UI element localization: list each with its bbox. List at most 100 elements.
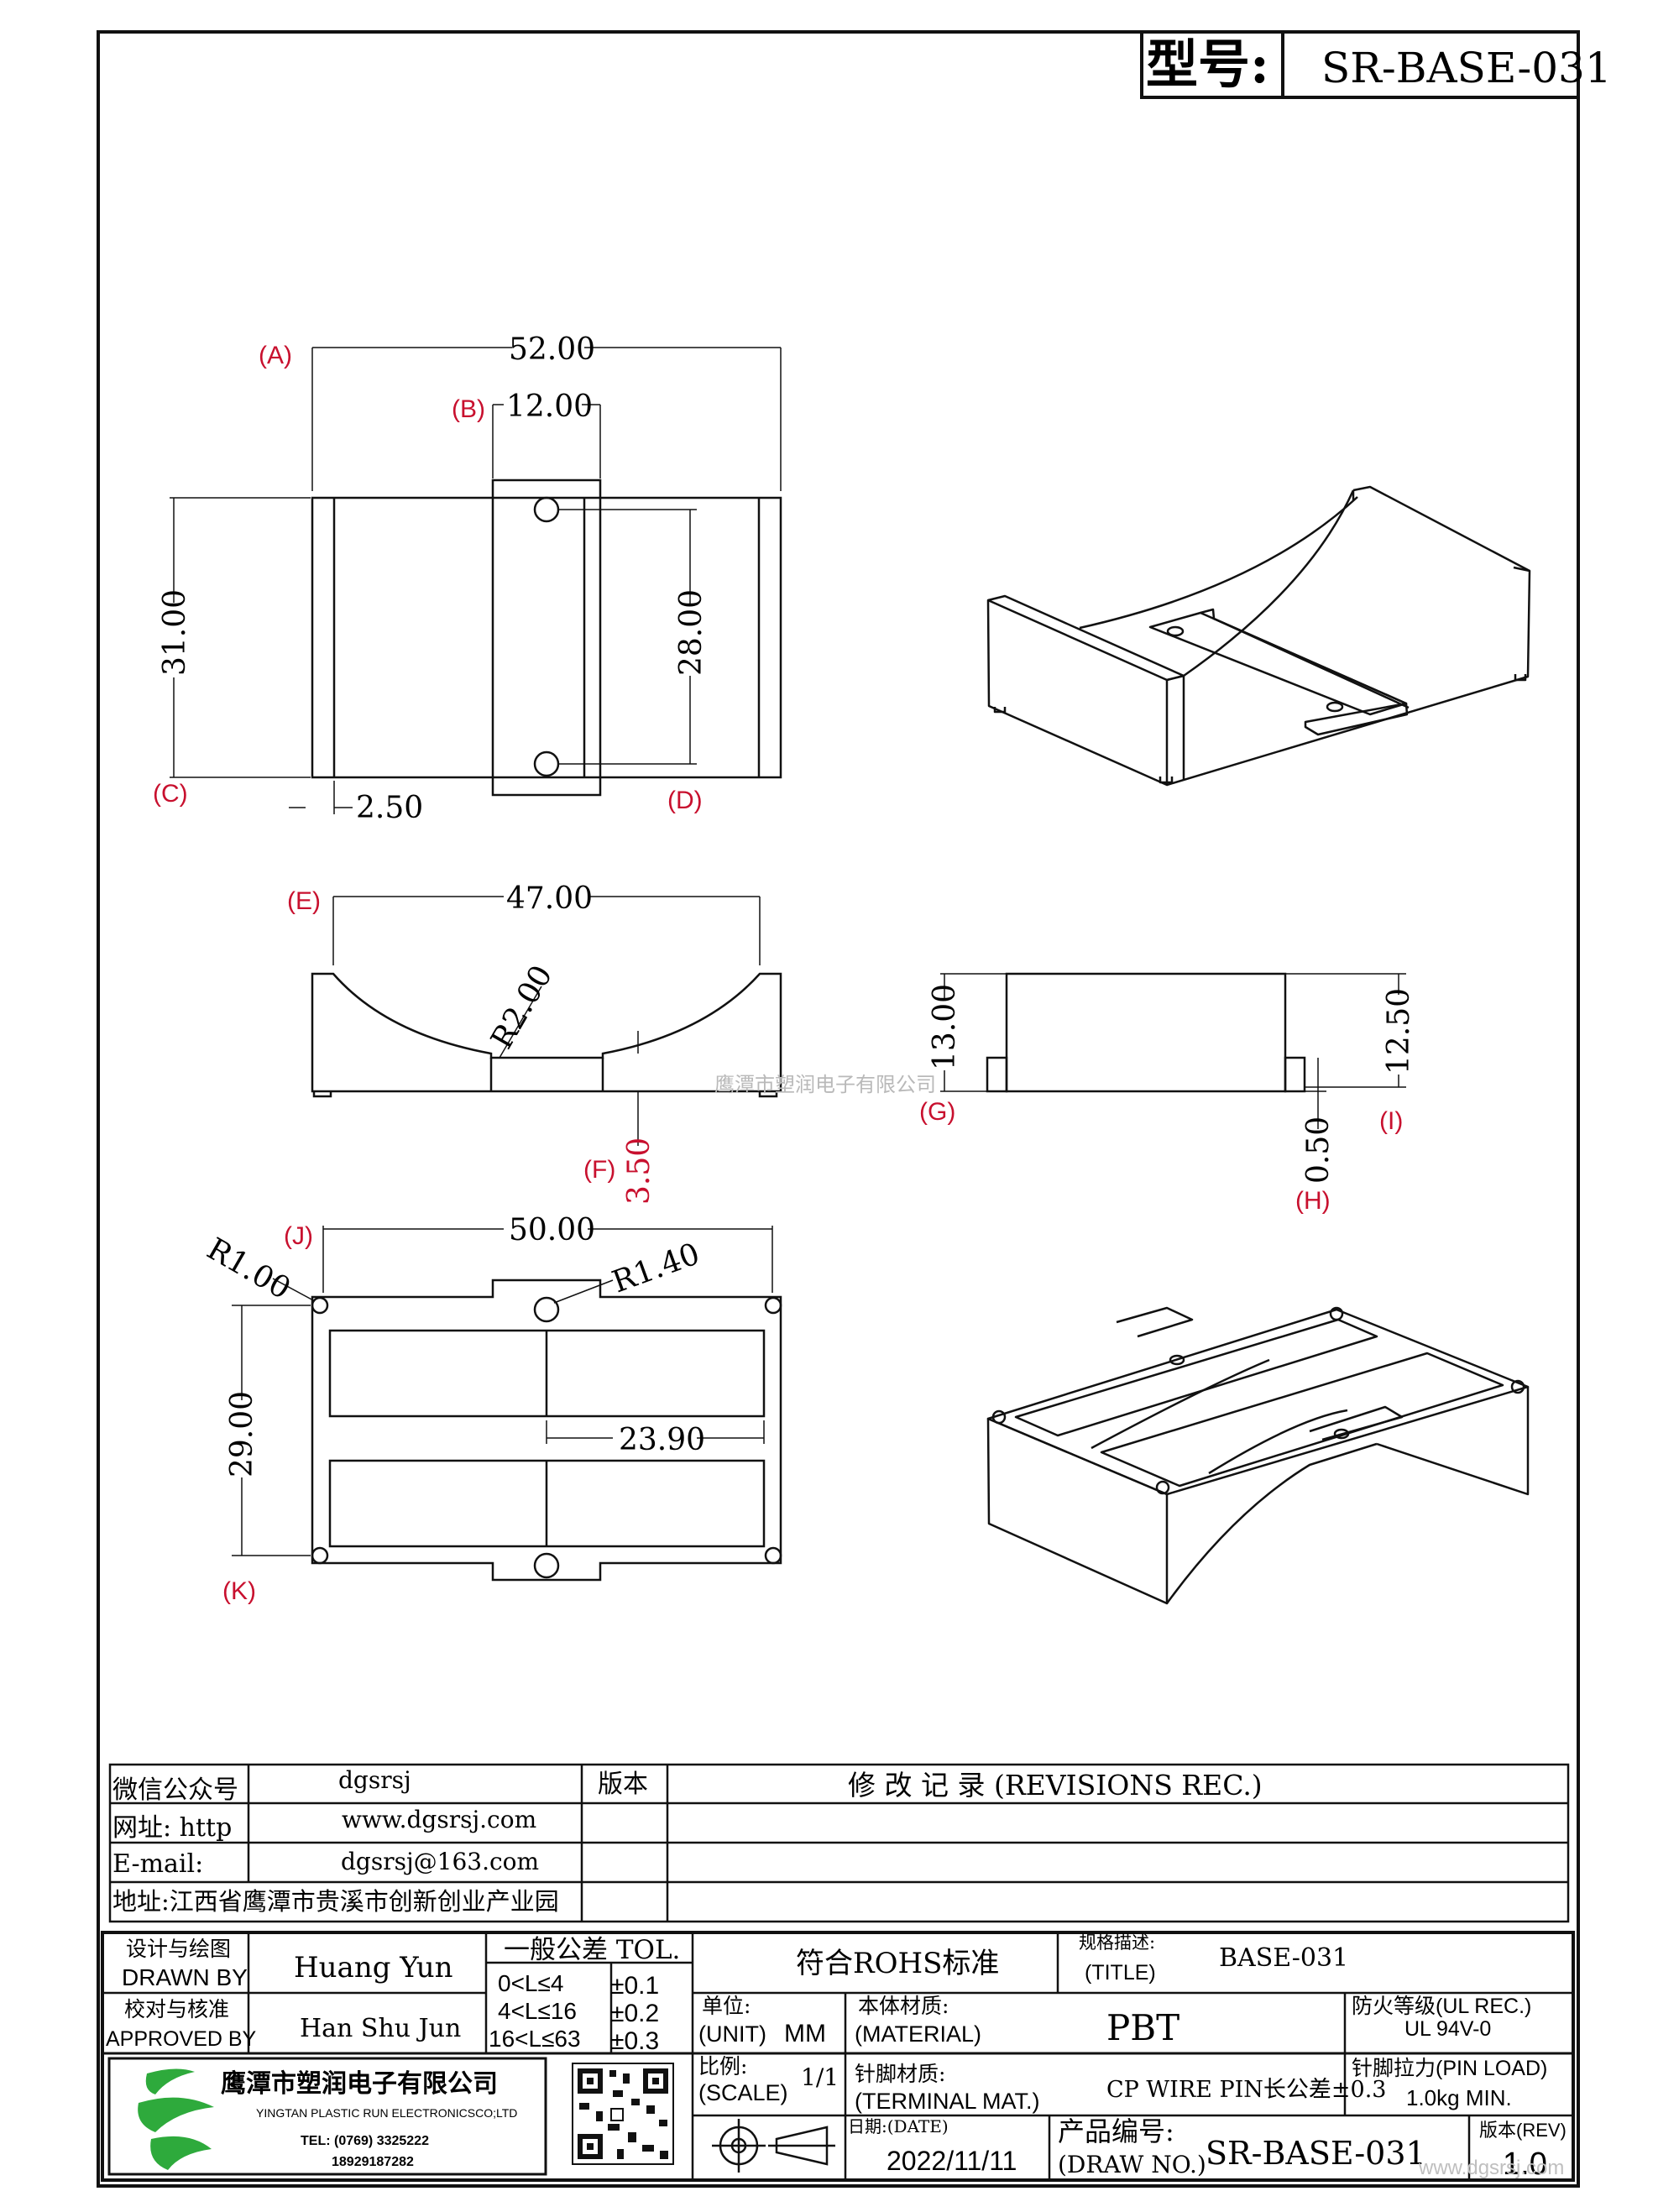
company-en: YINGTAN PLASTIC RUN ELECTRONICSCO;LTD [256, 2106, 517, 2120]
side-view [940, 972, 1406, 1129]
title-block [101, 1931, 1575, 2182]
dim-top-tab: 12.00 [506, 390, 593, 424]
wechat-label: 微信公众号 [112, 1775, 238, 1805]
dim-side-body: 12.50 [1382, 988, 1416, 1075]
fire-value: UL 94V-0 [1404, 2017, 1491, 2041]
unit-en: (UNIT) [698, 2021, 766, 2047]
dim-side-height: 13.00 [928, 984, 962, 1070]
iso-view-top [986, 485, 1531, 787]
version-label: 版本 [598, 1770, 648, 1799]
wechat-value: dgsrsj [338, 1766, 411, 1794]
dim-front-width: 47.00 [506, 881, 593, 916]
checker-name: Han Shu Jun [300, 2014, 461, 2043]
ref-g: (G) [919, 1098, 955, 1126]
company-mobile: 18929187282 [332, 2155, 414, 2169]
tol-row2-val: ±0.2 [610, 2000, 659, 2027]
revisions-label: 修 改 记 录 (REVISIONS REC.) [848, 1769, 1263, 1801]
company-block: 鹰潭市塑润电子有限公司 YINGTAN PLASTIC RUN ELECTRON… [107, 2057, 547, 2176]
title-block-text: 设计与绘图 DRAWN BY Huang Yun 校对与核准 APPROVED … [106, 1932, 1567, 2182]
ref-j: (J) [284, 1222, 313, 1250]
web-label: 网址: http [112, 1813, 232, 1843]
site-watermark: www.dgsrsj.com [1418, 2157, 1564, 2179]
ref-h: (H) [1295, 1187, 1331, 1215]
company-cn: 鹰潭市塑润电子有限公司 [221, 2069, 498, 2099]
dim-top-wall: 2.50 [356, 791, 423, 825]
ref-c: (C) [153, 780, 188, 808]
dim-top-depth: 31.00 [158, 589, 192, 676]
scale-value: 1/1 [801, 2063, 839, 2091]
pinload-cn: 针脚拉力(PIN LOAD) [1352, 2057, 1547, 2080]
unit-cn: 单位: [702, 1994, 751, 2018]
material-value: PBT [1106, 2007, 1179, 2048]
dim-front-low: 3.50 [622, 1137, 656, 1205]
projection-symbol [712, 2119, 835, 2173]
tol-title: 一般公差 TOL. [504, 1935, 680, 1965]
fire-cn: 防火等级(UL REC.) [1352, 1995, 1531, 2018]
dim-top-width: 52.00 [509, 332, 595, 367]
tol-row2-range: 4<L≤16 [498, 1998, 577, 2024]
drawno-value: SR-BASE-031 [1206, 2135, 1426, 2172]
pinload-value: 1.0kg MIN. [1406, 2085, 1512, 2110]
ref-b: (B) [452, 395, 485, 423]
title-value: BASE-031 [1219, 1943, 1348, 1973]
dim-bottom-width: 50.00 [509, 1213, 595, 1247]
web-value: www.dgsrsj.com [342, 1806, 536, 1833]
model-label: 型号: [1146, 34, 1269, 95]
ref-a: (A) [259, 342, 292, 369]
bottom-view [232, 1226, 782, 1582]
model-number: SR-BASE-031 [1321, 44, 1612, 92]
address: 地址:江西省鹰潭市贵溪市创新创业产业园 [112, 1887, 559, 1916]
rohs-label: 符合ROHS标准 [796, 1947, 999, 1980]
unit-value: MM [784, 2020, 826, 2047]
ref-e: (E) [287, 887, 321, 915]
terminal-cn: 针脚材质: [855, 2062, 945, 2086]
material-en: (MATERIAL) [855, 2021, 981, 2047]
terminal-en: (TERMINAL MAT.) [855, 2089, 1040, 2114]
ref-k: (K) [222, 1577, 256, 1605]
checker-cn: 校对与核准 [124, 1997, 229, 2021]
date-value: 2022/11/11 [887, 2146, 1017, 2176]
tol-row3-val: ±0.3 [610, 2027, 659, 2055]
iso-view-bottom [986, 1306, 1530, 1605]
dim-bottom-depth: 29.00 [225, 1391, 259, 1477]
designer-name: Huang Yun [294, 1951, 453, 1985]
title-cn: 规格描述: [1079, 1932, 1155, 1953]
rev-label: 版本(REV) [1479, 2120, 1567, 2141]
dim-side-foot: 0.50 [1301, 1116, 1336, 1184]
terminal-value: CP WIRE PIN长公差±0.3 [1106, 2077, 1386, 2103]
drawno-en: (DRAW NO.) [1058, 2151, 1206, 2178]
designer-cn: 设计与绘图 [126, 1937, 231, 1961]
front-view [311, 896, 782, 1146]
top-view-labels: (A) (B) (C) (D) 52.00 12.00 2.50 31.00 2… [153, 332, 709, 825]
title-en: (TITLE) [1085, 1961, 1156, 1985]
email-value: dgsrsj@163.com [341, 1848, 539, 1875]
info-table [108, 1763, 1570, 1923]
top-view [170, 347, 782, 814]
scale-en: (SCALE) [698, 2080, 788, 2105]
tol-row1-val: ±0.1 [610, 1972, 659, 2000]
material-cn: 本体材质: [858, 1994, 949, 2018]
ref-d: (D) [667, 787, 703, 814]
qr-code [572, 2063, 674, 2165]
dim-bottom-slot: 23.90 [619, 1423, 705, 1457]
date-label: 日期:(DATE) [848, 2116, 949, 2136]
company-logo [138, 2068, 214, 2170]
ref-f: (F) [583, 1156, 615, 1184]
dim-top-hole-pitch: 28.00 [674, 589, 709, 676]
sheet-border [97, 30, 1580, 2188]
watermark-company: 鹰潭市塑润电子有限公司 [714, 1074, 936, 1096]
drawno-cn: 产品编号: [1058, 2115, 1174, 2147]
tol-row1-range: 0<L≤4 [498, 1970, 563, 1996]
company-tel: TEL: (0769) 3325222 [301, 2134, 429, 2148]
email-label: E-mail: [112, 1849, 203, 1879]
designer-en: DRAWN BY [122, 1964, 248, 1990]
checker-en: APPROVED BY [106, 2027, 257, 2051]
side-view-labels: (G) (H) (I) 13.00 12.50 0.50 [919, 984, 1416, 1215]
ref-i: (I) [1379, 1107, 1403, 1135]
rev-value: 1.0 [1503, 2147, 1547, 2182]
header-model-box: 型号: SR-BASE-031 [1140, 30, 1612, 99]
tol-row3-range: 16<L≤63 [489, 2026, 581, 2052]
info-table-text: 微信公众号 dgsrsj 网址: http www.dgsrsj.com E-m… [112, 1766, 1263, 1916]
scale-cn: 比例: [698, 2054, 747, 2079]
